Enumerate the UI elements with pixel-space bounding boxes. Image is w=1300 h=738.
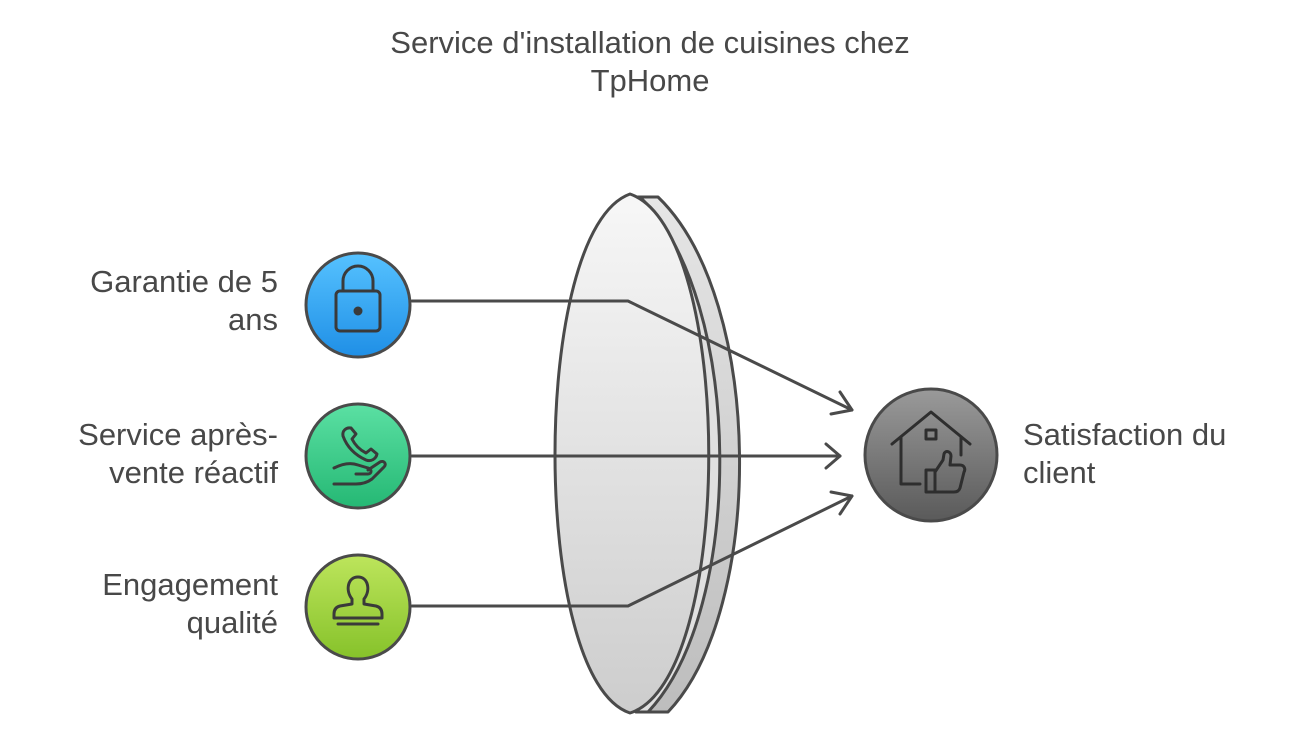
phone-hand-icon <box>332 426 387 486</box>
arrowhead-garantie <box>829 390 854 416</box>
lens <box>553 192 742 715</box>
arrowhead-service <box>824 442 842 470</box>
label-engagement-line-1: Engagement <box>102 567 278 602</box>
satisfaction-node <box>863 387 999 523</box>
connectors <box>410 299 854 608</box>
engagement-circle <box>304 553 412 661</box>
label-engagement: Engagement qualité <box>8 566 278 642</box>
label-satisfaction: Satisfaction du client <box>1023 416 1283 492</box>
label-service-line-2: vente réactif <box>109 455 278 490</box>
label-garantie-line-1: Garantie de 5 <box>90 264 278 299</box>
label-satisfaction-line-1: Satisfaction du <box>1023 417 1227 452</box>
connector-engagement <box>410 494 854 608</box>
diagram-title: Service d'installation de cuisines chez … <box>300 24 1000 100</box>
connector-garantie <box>410 299 854 412</box>
label-engagement-line-2: qualité <box>186 605 278 640</box>
house-thumbs-up-icon <box>890 410 972 494</box>
stamp-icon <box>332 575 384 626</box>
lens-front-face <box>553 192 711 715</box>
lock-icon <box>334 264 382 333</box>
label-service-line-1: Service après- <box>78 417 278 452</box>
label-satisfaction-line-2: client <box>1023 455 1096 490</box>
arrowhead-engagement <box>829 490 854 516</box>
label-garantie: Garantie de 5 ans <box>8 263 278 339</box>
label-service: Service après- vente réactif <box>8 416 278 492</box>
service-node <box>304 402 412 510</box>
diagram-title-line-2: TpHome <box>590 63 710 98</box>
diagram-title-line-1: Service d'installation de cuisines chez <box>390 25 910 60</box>
garantie-node <box>304 251 412 359</box>
label-garantie-line-2: ans <box>228 302 278 337</box>
satisfaction-circle <box>863 387 999 523</box>
garantie-circle <box>304 251 412 359</box>
engagement-node <box>304 553 412 661</box>
